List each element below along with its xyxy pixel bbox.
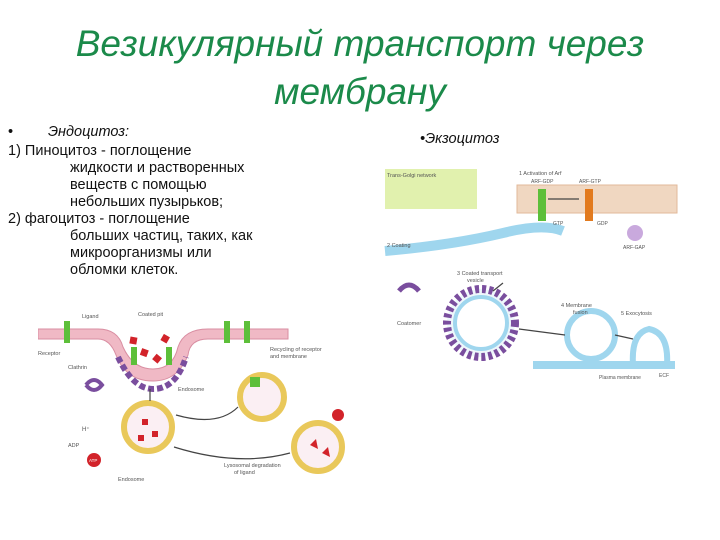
label-panel3a: 3 Coated transport [457,271,503,277]
slide-title: Везикулярный транспорт через мембрану [60,20,660,116]
receptor-3 [166,347,172,365]
exocytosis-figure: Trans-Golgi network 1 Activation of Arf … [383,163,678,388]
recycling-vesicle [237,372,287,422]
bullet: • [8,124,14,140]
ligand-3 [129,336,138,345]
atp-marker [87,453,101,467]
label-coatomer: Coatomer [397,321,421,327]
endocytosis-heading-row: • Эндоцитоз: [8,124,308,141]
label-panel4a: 4 Membrane [561,303,592,309]
arf-gtp-receptor [585,189,593,221]
arrow-to-fusion [518,328,566,336]
endocytosis-text: • Эндоцитоз: 1) Пиноцитоз - поглощение жи… [8,124,308,279]
coatomer-1 [397,282,421,293]
endocytosis-heading: Эндоцитоз: [48,124,130,140]
label-coated-pit: Coated pit [138,312,164,318]
label-plasma-membrane: Plasma membrane [599,375,641,381]
arrow-to-lysosome [173,446,291,460]
label-endosome: Endosome [178,387,204,393]
label-recycling: Recycling of receptor [270,347,322,353]
exocytosis-vesicle [629,325,671,366]
list-item-pinocytosis: 1) Пиноцитоз - поглощение жидкости и рас… [8,143,308,211]
receptor-4 [224,321,230,343]
golgi-membrane [384,222,565,256]
trans-golgi-block [385,169,477,209]
label-panel4b: fusion [573,310,588,316]
label-adp: ADP [68,443,80,449]
label-arf-gap: ARF-GAP [623,245,646,251]
receptor-5 [244,321,250,343]
label-lysosomal: Lysosomal degradation [224,463,281,469]
label-receptor: Receptor [38,351,60,357]
receptor-1 [64,321,70,343]
pinocytosis-line-2: жидкости и растворенных [70,160,245,176]
ligand-7 [138,435,144,441]
label-trans-golgi: Trans-Golgi network [387,173,437,179]
label-gtp: GTP [553,221,564,227]
label-ligand: Ligand [82,314,99,320]
endocytosis-figure: Ligand Coated pit Receptor Clathrin Endo… [37,307,353,487]
coated-vesicle-inner [453,295,509,351]
label-lysosomal2: of ligand [234,470,255,476]
label-panel5: 5 Exocytosis [621,311,652,317]
label-atp: ATP [89,458,97,463]
label-arf-gtp: ARF-GTP [579,179,602,185]
degraded-ligand-1 [310,439,318,449]
exocytosis-diagram: Trans-Golgi network 1 Activation of Arf … [384,169,678,381]
atp-marker-2 [332,409,344,421]
fusion-vesicle [564,308,618,362]
label-panel2: 2 Coating [387,243,411,249]
slide-title-line2: мембрану [274,71,446,112]
label-recycling2: and membrane [270,354,307,360]
degraded-ligand-2 [322,447,330,457]
ligand-5 [142,419,148,425]
pinocytosis-line-4: небольших пузырьков; [70,194,224,210]
recycled-receptor [250,377,260,387]
label-arf-gdp: ARF-GDP [531,179,554,185]
clathrin-coat [115,355,189,393]
phagocytosis-line-4: обломки клеток. [70,262,179,278]
arrow-to-exo [614,334,634,340]
free-clathrin [84,378,105,392]
phagocytosis-line-3: микроорганизмы или [70,245,212,261]
list-item-phagocytosis: 2) фагоцитоз - поглощение больших частиц… [8,211,308,279]
receptor-2 [131,347,137,365]
ligand-1 [139,348,149,358]
pinocytosis-first-line: 1) Пиноцитоз - поглощение [8,143,192,159]
ligand-4 [160,333,170,344]
label-clathrin: Clathrin [68,365,87,371]
ligand-6 [152,431,158,437]
arrow-to-recycling [175,406,239,421]
label-panel1: 1 Activation of Arf [519,171,562,177]
ligand-2 [152,353,162,364]
arf-gap-bubble [627,225,643,241]
exocytosis-heading: •Экзоцитоз [420,131,500,147]
lysosome [291,420,345,474]
early-endosome [121,400,175,454]
phagocytosis-line-2: больших частиц, таких, как [70,228,253,244]
label-gdp: GDP [597,221,609,227]
label-endosome-late: Endosome [118,477,144,483]
slide-title-line1: Везикулярный транспорт через [75,23,645,64]
label-panel3b: vesicle [467,278,484,284]
label-h-plus: H⁺ [82,426,90,433]
endocytosis-diagram: Ligand Coated pit Receptor Clathrin Endo… [37,312,345,483]
phagocytosis-first-line: 2) фагоцитоз - поглощение [8,211,190,227]
arrow-to-coated [492,282,504,292]
pinocytosis-line-3: веществ с помощью [70,177,207,193]
arf-gdp-receptor [538,189,546,221]
label-ecf: ECF [659,373,669,379]
